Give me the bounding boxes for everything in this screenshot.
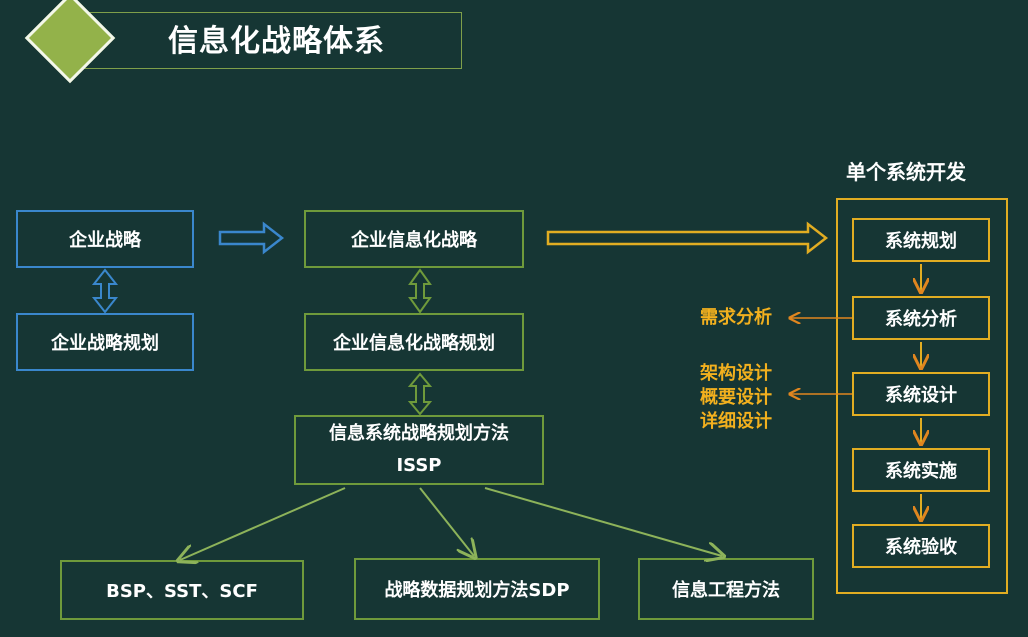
info-strategy-label: 企业信息化战略	[351, 230, 477, 251]
step-planning-box: 系统规划	[852, 218, 990, 262]
enterprise-strategy-label: 企业战略	[69, 230, 141, 251]
green-updown-arrow-2	[407, 372, 433, 416]
issp-label-line1: 信息系统战略规划方法	[329, 423, 509, 444]
step-acceptance-box: 系统验收	[852, 524, 990, 568]
requirements-analysis-note: 需求分析	[700, 307, 772, 328]
info-engineering-label: 信息工程方法	[672, 580, 780, 601]
issp-to-bsp-arrow	[180, 487, 346, 560]
step-analysis-label: 系统分析	[885, 309, 957, 330]
step-implementation-box: 系统实施	[852, 448, 990, 492]
issp-label-line2: ISSP	[396, 455, 442, 476]
step-planning-label: 系统规划	[885, 231, 957, 252]
step-design-box: 系统设计	[852, 372, 990, 416]
issp-to-sdp-arrow	[419, 487, 474, 556]
single-system-dev-title: 单个系统开发	[846, 160, 966, 184]
info-strategy-planning-box: 企业信息化战略规划	[304, 313, 524, 371]
step-acceptance-label: 系统验收	[885, 537, 957, 558]
step-analysis-box: 系统分析	[852, 296, 990, 340]
enterprise-strategy-planning-label: 企业战略规划	[51, 333, 159, 354]
blue-right-arrow	[218, 221, 285, 255]
sdp-label: 战略数据规划方法SDP	[384, 580, 570, 601]
step-implementation-label: 系统实施	[885, 461, 957, 482]
page-title: 信息化战略体系	[168, 24, 385, 59]
step-design-label: 系统设计	[885, 385, 957, 406]
info-strategy-planning-label: 企业信息化战略规划	[333, 333, 495, 354]
info-strategy-box: 企业信息化战略	[304, 210, 524, 268]
orange-right-arrow	[546, 221, 829, 255]
detailed-design-note: 详细设计	[700, 411, 772, 432]
bsp-label: BSP、SST、SCF	[106, 581, 258, 602]
architecture-design-note: 架构设计	[700, 363, 772, 384]
green-updown-arrow-1	[408, 268, 432, 314]
enterprise-strategy-planning-box: 企业战略规划	[16, 313, 194, 371]
enterprise-strategy-box: 企业战略	[16, 210, 194, 268]
blue-updown-arrow	[91, 268, 119, 314]
outline-design-note: 概要设计	[700, 387, 772, 408]
issp-box: 信息系统战略规划方法 ISSP	[294, 415, 544, 485]
issp-to-ie-arrow	[484, 487, 722, 556]
single-system-dev-panel	[836, 198, 1008, 594]
